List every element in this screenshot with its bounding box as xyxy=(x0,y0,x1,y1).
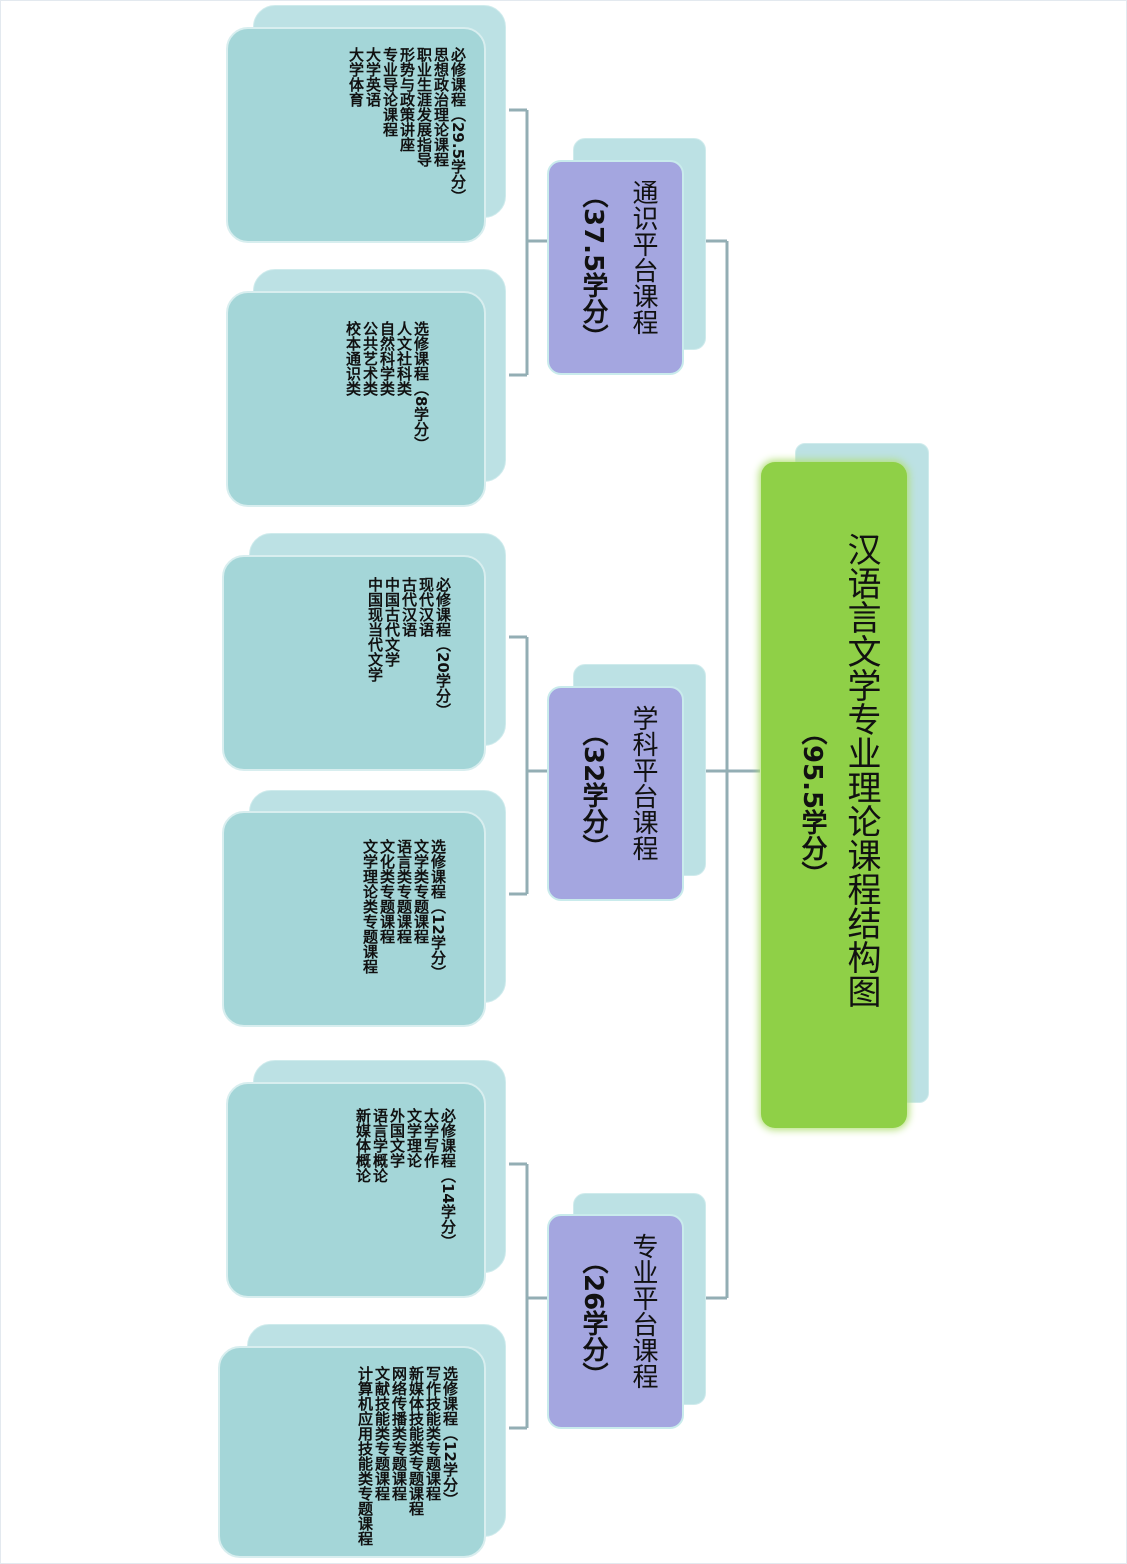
course-group-xueke-elective: 选修课程（12学分） 文学类专题课程 语言类专题课程 文化类专题课程 文学理论类… xyxy=(222,811,486,1027)
course-item: 古代汉语 xyxy=(400,577,418,637)
course-group-title: 选修课程（12学分） xyxy=(441,1366,459,1507)
course-item: 新媒体技能类专题课程 xyxy=(407,1366,425,1516)
course-item: 大学英语 xyxy=(364,47,382,107)
course-item: 语言类专题课程 xyxy=(395,839,413,944)
course-item: 思想政治理论课程 xyxy=(432,47,450,167)
course-item: 校本通识类 xyxy=(344,321,362,396)
platform-2-credit: （32学分） xyxy=(578,720,608,861)
root-title: 汉语言文学专业理论课程结构图 xyxy=(841,532,881,1008)
course-item: 中国现当代文学 xyxy=(366,577,384,682)
course-item: 自然科学类 xyxy=(378,321,396,396)
platform-1-credit: （37.5学分） xyxy=(578,182,608,351)
course-item: 形势与政策讲座 xyxy=(398,47,416,152)
platform-1-name: 通识平台课程 xyxy=(628,179,658,335)
course-item: 大学体育 xyxy=(347,47,365,107)
platform-node-xueke: 学科平台课程 （32学分） xyxy=(547,686,684,901)
course-group-xueke-required: 必修课程（20学分） 现代汉语 古代汉语 中国古代文学 中国现当代文学 xyxy=(222,555,486,771)
course-item: 文化类专题课程 xyxy=(378,839,396,944)
course-group-title: 选修课程（8学分） xyxy=(412,321,430,452)
course-item: 外国文学 xyxy=(388,1108,406,1168)
course-item: 计算机应用技能类专题课程 xyxy=(356,1366,374,1546)
platform-3-name: 专业平台课程 xyxy=(628,1233,658,1389)
course-item: 公共艺术类 xyxy=(361,321,379,396)
platform-2-name: 学科平台课程 xyxy=(628,705,658,861)
platform-node-zhuanye: 专业平台课程 （26学分） xyxy=(547,1214,684,1429)
course-group-title: 必修课程（14学分） xyxy=(439,1108,457,1249)
course-item: 新媒体概论 xyxy=(354,1108,372,1183)
course-item: 人文社科类 xyxy=(395,321,413,396)
course-group-title: 选修课程（12学分） xyxy=(429,839,447,980)
course-item: 大学写作 xyxy=(422,1108,440,1168)
course-item: 写作技能类专题课程 xyxy=(424,1366,442,1501)
course-item: 职业生涯发展指导 xyxy=(415,47,433,167)
course-group-tongshi-elective: 选修课程（8学分） 人文社科类 自然科学类 公共艺术类 校本通识类 xyxy=(226,291,486,507)
root-credit: （95.5学分） xyxy=(797,719,827,888)
course-group-zhuanye-elective: 选修课程（12学分） 写作技能类专题课程 新媒体技能类专题课程 网络传播类专题课… xyxy=(218,1346,486,1558)
course-item: 专业导论课程 xyxy=(381,47,399,137)
platform-3-credit: （26学分） xyxy=(578,1248,608,1389)
course-item: 文学理论类专题课程 xyxy=(361,839,379,974)
course-item: 文献技能类专题课程 xyxy=(373,1366,391,1501)
course-group-title: 必修课程（29.5学分） xyxy=(449,47,467,205)
course-group-tongshi-required: 必修课程（29.5学分） 思想政治理论课程 职业生涯发展指导 形势与政策讲座 专… xyxy=(226,27,486,243)
course-item: 语言学概论 xyxy=(371,1108,389,1183)
course-item: 网络传播类专题课程 xyxy=(390,1366,408,1501)
course-item: 现代汉语 xyxy=(417,577,435,637)
platform-node-tongshi: 通识平台课程 （37.5学分） xyxy=(547,160,684,375)
course-item: 文学类专题课程 xyxy=(412,839,430,944)
course-item: 文学理论 xyxy=(405,1108,423,1168)
course-group-title: 必修课程（20学分） xyxy=(434,577,452,718)
root-node: 汉语言文学专业理论课程结构图 （95.5学分） xyxy=(761,462,907,1128)
course-item: 中国古代文学 xyxy=(383,577,401,667)
course-group-zhuanye-required: 必修课程（14学分） 大学写作 文学理论 外国文学 语言学概论 新媒体概论 xyxy=(226,1082,486,1298)
